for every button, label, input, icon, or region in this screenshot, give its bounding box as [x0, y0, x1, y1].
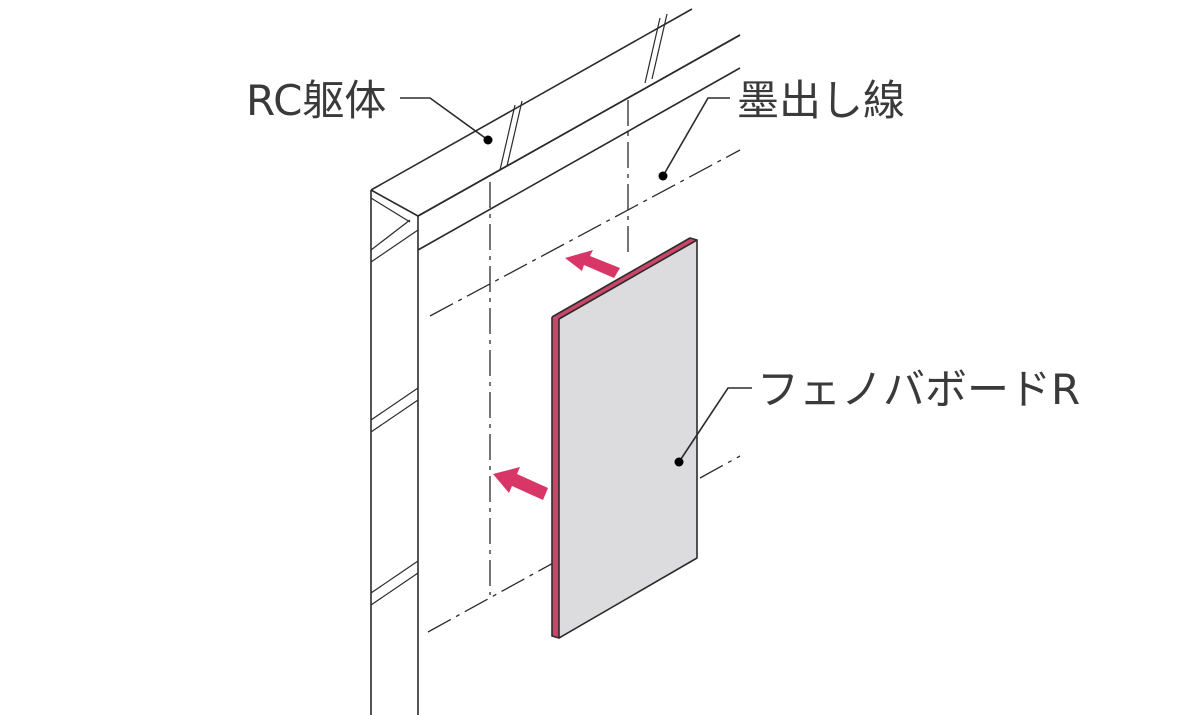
marking-line-lower-right — [699, 455, 741, 479]
label-marking-line: 墨出し線 — [737, 76, 905, 125]
board-left-edge — [552, 317, 559, 638]
wall-break-line — [370, 229, 419, 263]
beam-break-line — [644, 17, 661, 84]
marking-lines — [427, 100, 741, 633]
beam-break-line — [499, 104, 516, 171]
leader-board — [674, 387, 752, 467]
arrow-upper — [565, 250, 620, 278]
beam-break-line — [651, 13, 668, 80]
marking-line-lower — [427, 561, 556, 633]
arrow-left-icon — [493, 467, 548, 500]
wall-break-line — [370, 572, 419, 606]
wall-break-line — [370, 560, 419, 594]
label-rc-frame: RC躯体 — [246, 76, 386, 125]
board-outline-left — [551, 317, 560, 639]
marking-line-upper — [429, 149, 741, 317]
arrow-lower — [493, 467, 548, 500]
arrow-left-icon — [565, 250, 620, 278]
beam-top-corner-edge — [370, 189, 419, 217]
leader-dot — [483, 135, 493, 145]
beam-bottom-edge — [417, 67, 741, 251]
beam-top-back-edge — [370, 8, 693, 191]
beam-face-top — [417, 34, 741, 217]
leader-dot — [658, 171, 668, 181]
beam-break-line — [506, 100, 523, 167]
board-outline-top — [551, 237, 698, 318]
rc-frame — [370, 8, 741, 715]
board-face — [558, 239, 698, 639]
leader-marking-line — [658, 97, 730, 181]
label-board: フェノバボードR — [757, 365, 1080, 414]
wall-break-line — [370, 387, 419, 421]
corner-bevel-line — [370, 197, 411, 223]
leader-rc-frame — [400, 97, 493, 145]
foam-board — [551, 237, 698, 639]
leader-dot — [674, 457, 684, 467]
wall-break-line — [370, 399, 419, 433]
wall-break-line — [370, 219, 411, 251]
board-top-edge — [552, 238, 697, 319]
